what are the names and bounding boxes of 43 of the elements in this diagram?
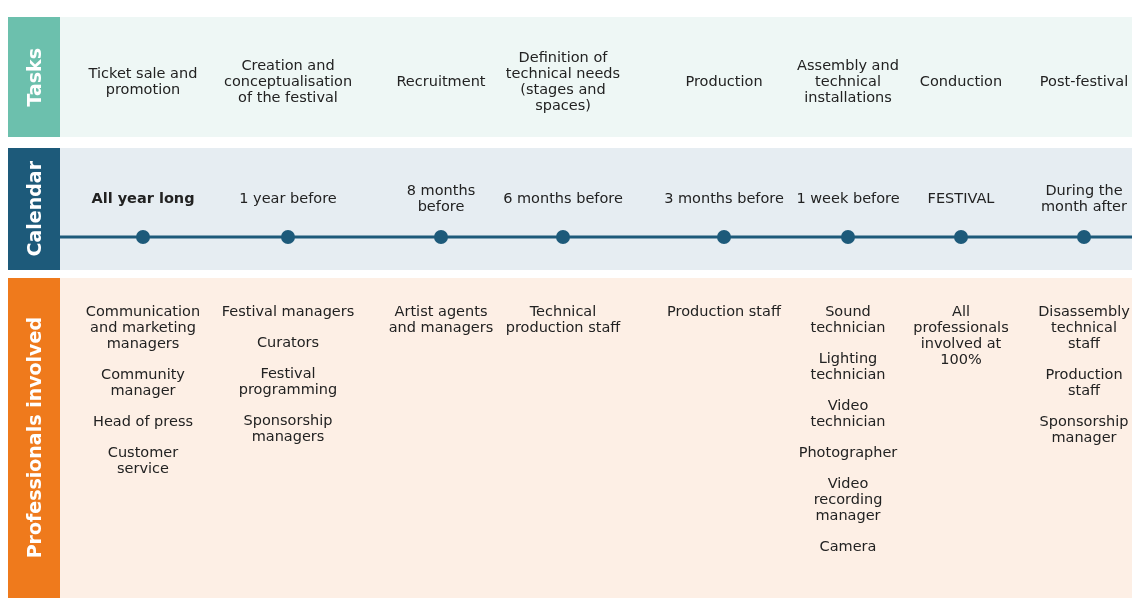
role-label: Customer service bbox=[106, 444, 180, 476]
task-label: Recruitment bbox=[395, 73, 487, 89]
date-label: All year long bbox=[90, 190, 196, 206]
role-label: All professionals involved at 100% bbox=[912, 303, 1010, 367]
task-label: Post-festival bbox=[1038, 73, 1130, 89]
role-label: Lighting technician bbox=[809, 350, 887, 382]
role-label: Disassembly technical staff bbox=[1037, 303, 1131, 351]
role-label: Sponsorship managers bbox=[242, 412, 334, 444]
date-label: FESTIVAL bbox=[926, 190, 996, 206]
band-title: Tasks bbox=[23, 47, 45, 107]
band-title: Calendar bbox=[23, 161, 45, 257]
date-label: 8 months before bbox=[405, 182, 477, 214]
timeline-band bbox=[8, 148, 1132, 270]
role-label: Camera bbox=[818, 538, 878, 554]
role-label: Festival managers bbox=[220, 303, 356, 319]
role-label: Festival programming bbox=[237, 365, 339, 397]
task-label: Definition of technical needs (stages and spaces) bbox=[504, 49, 622, 113]
timeline-band bbox=[8, 17, 1132, 137]
role-label: Video technician bbox=[809, 397, 887, 429]
role-label: Production staff bbox=[666, 303, 783, 319]
date-label: During the month after bbox=[1040, 182, 1128, 214]
role-label: Sponsorship manager bbox=[1038, 413, 1130, 445]
task-label: Production bbox=[684, 73, 764, 89]
task-label: Assembly and technical installations bbox=[796, 57, 900, 105]
role-label: Communication and marketing managers bbox=[84, 303, 202, 351]
role-label: Sound technician bbox=[809, 303, 887, 335]
task-label: Conduction bbox=[918, 73, 1004, 89]
role-label: Video recording manager bbox=[812, 475, 884, 523]
task-label: Creation and conceptualisation of the festival bbox=[222, 57, 354, 105]
date-label: 1 year before bbox=[238, 190, 338, 206]
date-label: 3 months before bbox=[664, 190, 784, 206]
role-label: Head of press bbox=[92, 413, 194, 429]
role-label: Production staff bbox=[1044, 366, 1124, 398]
role-label: Curators bbox=[255, 334, 321, 350]
task-label: Ticket sale and promotion bbox=[87, 65, 199, 97]
role-label: Community manager bbox=[100, 366, 186, 398]
role-label: Artist agents and managers bbox=[387, 303, 495, 335]
timeline-band bbox=[8, 278, 1132, 598]
role-label: Photographer bbox=[797, 444, 899, 460]
band-title: Professionals involved bbox=[23, 317, 45, 559]
date-label: 6 months before bbox=[503, 190, 623, 206]
role-label: Technical production staff bbox=[504, 303, 622, 335]
date-label: 1 week before bbox=[795, 190, 901, 206]
